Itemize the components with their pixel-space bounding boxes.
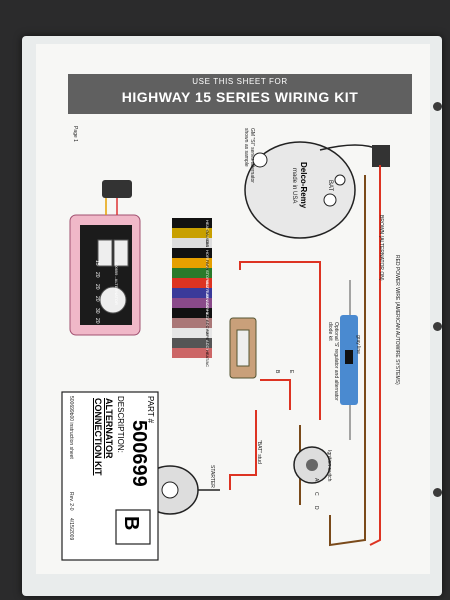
alternator-note: GM "SI" series alternator shown as sampl… — [243, 128, 255, 183]
header-line2: HIGHWAY 15 SERIES WIRING KIT — [121, 89, 359, 105]
alternator-brand: Delco-Remy — [299, 162, 308, 209]
connector-plug — [102, 180, 132, 198]
fuse-2: 20 — [94, 272, 100, 278]
starter-label: STARTER — [209, 465, 215, 488]
red-power-label: RED POWER WIRE (AMERICAN AUTOWIRE SYSTEM… — [394, 255, 400, 385]
red-power-wire — [369, 165, 381, 546]
footer-date: 4/15/2009 — [68, 518, 74, 541]
description-line2: CONNECTION KIT — [93, 398, 103, 476]
gray-line-label: gray line — [355, 335, 361, 354]
terminal-b: B — [274, 370, 280, 374]
fuse-6: 20 — [94, 318, 100, 324]
relay-round — [99, 286, 127, 314]
binder-hole — [433, 102, 442, 111]
page-label: Page 1 — [72, 126, 78, 142]
bat-label: BAT — [327, 180, 333, 192]
alternator-brand-sub: made in USA — [291, 168, 297, 204]
alternator — [244, 141, 356, 239]
revision-letter: B — [120, 516, 142, 531]
binder-hole — [433, 488, 442, 497]
relay-slot — [97, 239, 113, 267]
header-banner: USE THIS SHEET FOR HIGHWAY 15 SERIES WIR… — [68, 74, 412, 114]
fuse-1: 15 — [94, 260, 100, 266]
regulator-note: Optional 'S' regulator and alternator di… — [327, 322, 339, 401]
terminal-d: D — [313, 506, 319, 510]
fuse-5: 30 — [94, 308, 100, 314]
description-label: DESCRIPTION: — [116, 396, 125, 453]
fuse-panel-title: 500699 - ALTERNATOR — [114, 262, 119, 305]
fuse-4: 20 — [94, 296, 100, 302]
footer-rev: Rev. 2-0 — [68, 492, 74, 511]
relay-slot — [113, 239, 129, 267]
circuit-label: HEAT/AC — [205, 350, 210, 368]
bat-stud-label: "BAT" stud — [256, 440, 262, 464]
brown-wire-label: BROWN (ALTERNATOR ON) — [378, 215, 384, 281]
brown-wire — [329, 175, 366, 547]
footer-sheet: 500699b00 instruction sheet — [68, 396, 74, 459]
binder-hole — [433, 322, 442, 331]
ignition-label: Ignition switch — [326, 450, 332, 482]
terminal-e: E — [288, 370, 294, 374]
description-line1: ALTERNATOR — [104, 398, 114, 459]
terminal-a: A — [313, 478, 319, 482]
circuit-color-strip — [172, 218, 212, 358]
revision-box — [115, 509, 151, 545]
header-line1: USE THIS SHEET FOR — [192, 77, 288, 86]
terminal-c: C — [313, 492, 319, 496]
fuse-3: 20 — [94, 284, 100, 290]
part-number: 500699 — [128, 420, 150, 487]
red-wire — [239, 261, 321, 420]
alternator-plug — [372, 145, 390, 167]
